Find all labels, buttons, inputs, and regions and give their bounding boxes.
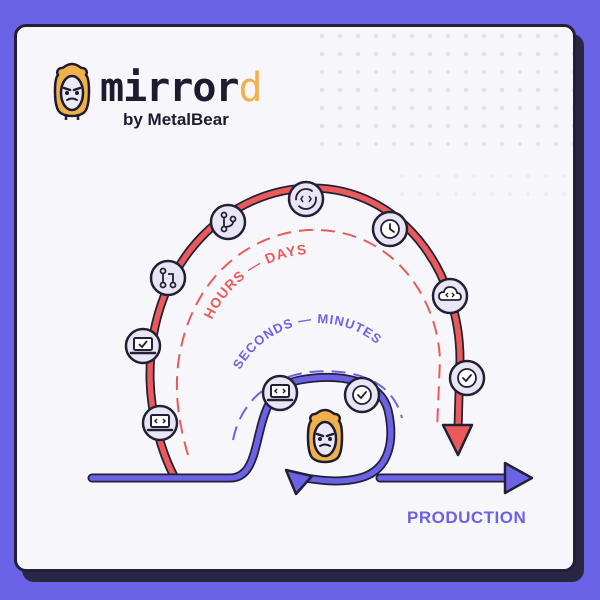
- git-branch-icon: [209, 203, 247, 241]
- brand-byline: by MetalBear: [123, 110, 229, 129]
- production-arrowhead: [503, 461, 534, 495]
- brand-name: mirror: [100, 65, 239, 111]
- brand-name-accent: d: [238, 65, 263, 111]
- long-loop-dash: [175, 228, 442, 456]
- production-label: PRODUCTION: [407, 508, 527, 527]
- laptop-check-icon: [124, 327, 162, 365]
- short-loop-laptop-code-icon: [261, 374, 299, 412]
- pull-request-icon: [149, 259, 187, 297]
- dot-pattern: [313, 27, 573, 157]
- long-loop-label: HOURS — DAYS: [200, 241, 308, 321]
- short-loop-check-circle-icon: [343, 376, 381, 414]
- short-loop-return-arrowhead: [284, 468, 314, 496]
- mirror-face-icon: [53, 62, 91, 120]
- dot-pattern-secondary: [393, 167, 573, 207]
- code-cycle-icon: [287, 180, 325, 218]
- clock-icon: [371, 210, 409, 248]
- short-loop-mirror-face-icon: [306, 408, 344, 464]
- long-loop-arrowhead: [441, 423, 474, 457]
- brand-title: mirrord: [100, 64, 263, 112]
- laptop-code-icon: [141, 404, 179, 442]
- short-loop-dash: [232, 370, 403, 441]
- short-loop-label: SECONDS — MINUTES: [230, 311, 385, 372]
- cloud-code-icon: [431, 277, 469, 315]
- long-loop: [145, 183, 474, 483]
- check-circle-icon: [448, 359, 486, 397]
